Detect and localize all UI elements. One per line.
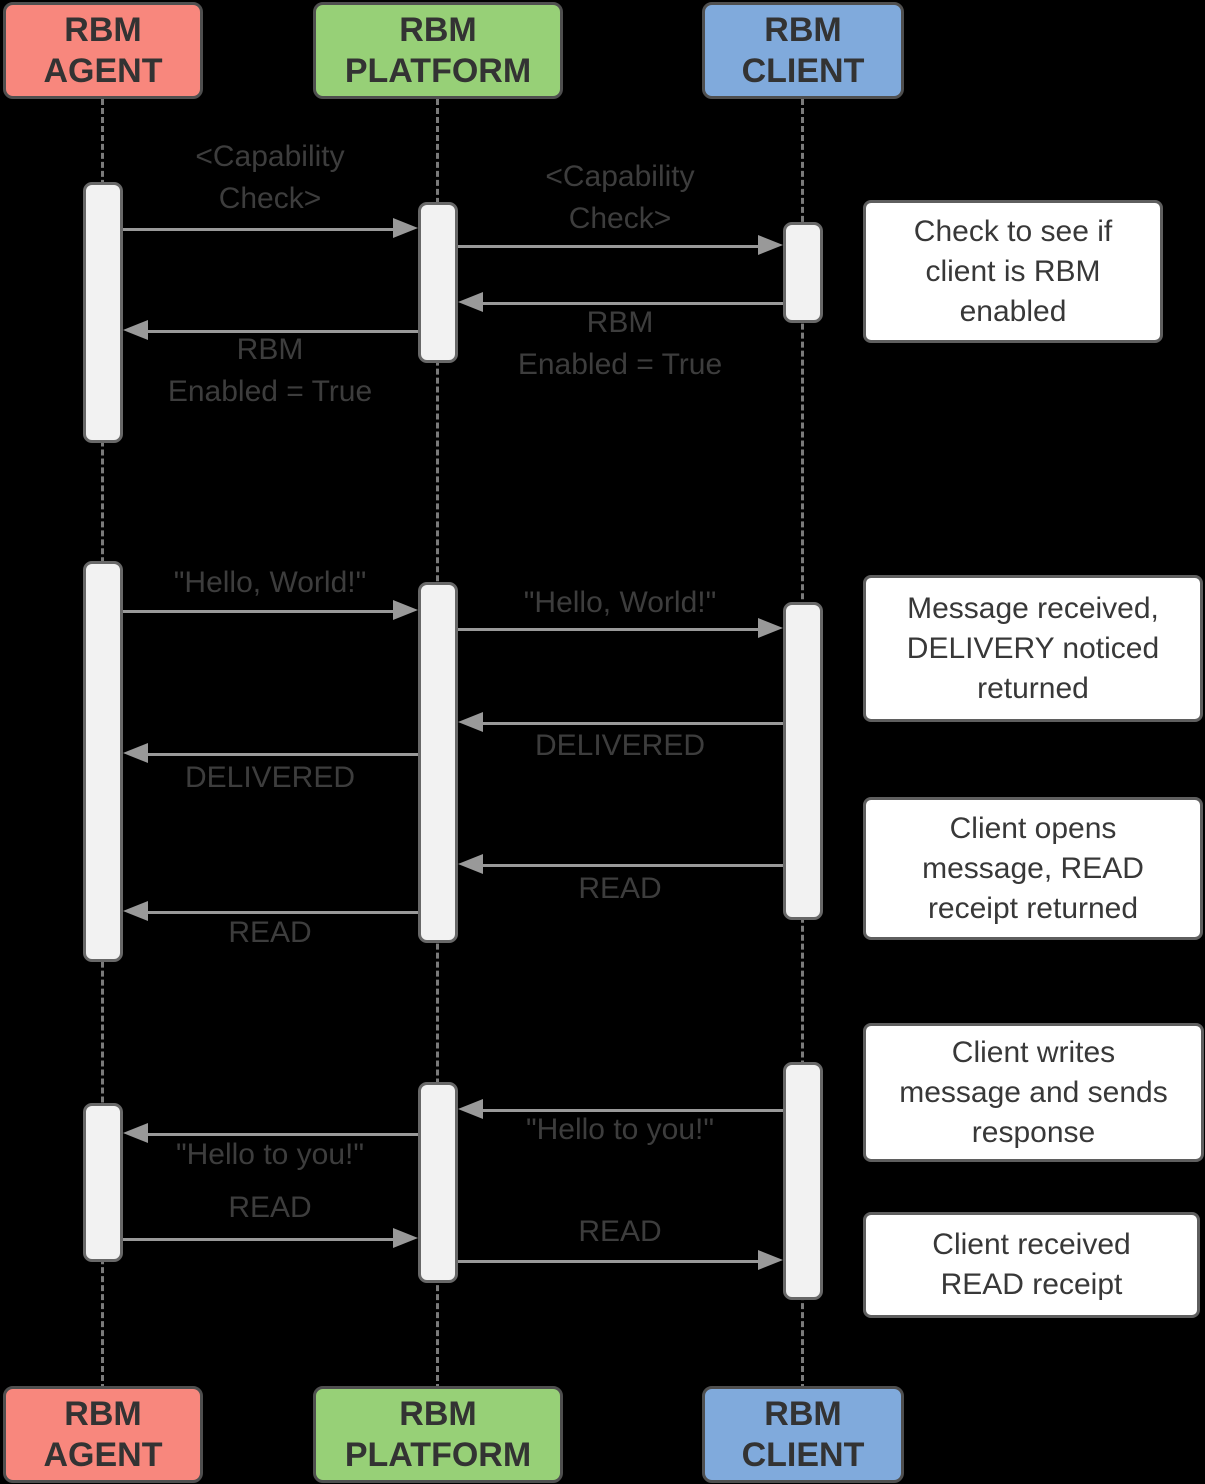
arrowhead-right-icon	[393, 218, 418, 238]
note-message-received: Message received, DELIVERY noticed retur…	[863, 575, 1203, 722]
arrowhead-right-icon	[758, 235, 783, 255]
activation-bar-rbm-agent-3	[83, 561, 123, 962]
message-line-rbm-enabled-true-3	[146, 330, 418, 333]
activation-bar-rbm-client-5	[783, 602, 823, 920]
actor-label-rbm-platform-bottom: RBM PLATFORM	[344, 1394, 532, 1474]
arrowhead-left-icon	[123, 320, 148, 340]
message-label-capability-check: <Capability Check>	[195, 140, 345, 215]
arrowhead-right-icon	[758, 1250, 783, 1270]
activation-bar-rbm-agent-6	[83, 1103, 123, 1262]
arrowhead-left-icon	[458, 1099, 483, 1119]
note-client-writes: Client writes message and sends response	[863, 1023, 1204, 1162]
activation-bar-rbm-client-2	[783, 222, 823, 323]
message-line-delivered-7	[146, 753, 418, 756]
arrowhead-left-icon	[123, 901, 148, 921]
note-client-received: Client received READ receipt	[863, 1212, 1200, 1318]
message-label-rbm-enabled-true: RBM Enabled = True	[167, 333, 373, 408]
message-line-capability-check-1	[458, 245, 760, 248]
arrowhead-left-icon	[458, 292, 483, 312]
arrowhead-left-icon	[458, 712, 483, 732]
message-line-read-9	[146, 911, 418, 914]
arrowhead-left-icon	[123, 1123, 148, 1143]
actor-box-rbm-client-top: RBM CLIENT	[702, 2, 904, 99]
arrowhead-left-icon	[123, 743, 148, 763]
message-line-delivered-6	[481, 722, 783, 725]
arrowhead-right-icon	[393, 1228, 418, 1248]
message-label-read: READ	[228, 916, 312, 949]
arrowhead-right-icon	[393, 600, 418, 620]
message-line-hello-to-you-11	[146, 1133, 418, 1136]
activation-bar-rbm-platform-4	[418, 582, 458, 943]
activation-bar-rbm-platform-1	[418, 202, 458, 363]
message-label-read: READ	[228, 1191, 312, 1224]
note-text-3: Client writes message and sends response	[899, 1035, 1168, 1149]
message-label-delivered: DELIVERED	[534, 729, 706, 762]
message-line-hello-to-you-10	[481, 1109, 783, 1112]
activation-bar-rbm-platform-7	[418, 1082, 458, 1283]
message-label-capability-check: <Capability Check>	[545, 160, 695, 235]
note-text-4: Client received READ receipt	[932, 1228, 1131, 1301]
message-line-hello-world-4	[123, 610, 395, 613]
note-text-2: Client opens message, READ receipt retur…	[922, 811, 1144, 925]
message-label-hello-world: "Hello, World!"	[173, 566, 367, 599]
message-line-hello-world-5	[458, 628, 760, 631]
activation-bar-rbm-client-8	[783, 1062, 823, 1300]
arrowhead-left-icon	[458, 854, 483, 874]
message-label-hello-to-you: "Hello to you!"	[175, 1138, 365, 1171]
message-label-hello-to-you: "Hello to you!"	[525, 1113, 715, 1146]
message-line-capability-check-0	[123, 228, 395, 231]
actor-label-rbm-client-bottom: RBM CLIENT	[741, 1394, 865, 1474]
note-client-opens: Client opens message, READ receipt retur…	[863, 797, 1203, 940]
note-check-to-see-if: Check to see if client is RBM enabled	[863, 200, 1163, 343]
actor-box-rbm-agent-top: RBM AGENT	[3, 2, 203, 99]
note-text-1: Message received, DELIVERY noticed retur…	[906, 591, 1160, 705]
actor-label-rbm-agent-bottom: RBM AGENT	[43, 1394, 163, 1474]
message-label-read: READ	[578, 1215, 662, 1248]
message-line-rbm-enabled-true-2	[481, 302, 783, 305]
arrowhead-right-icon	[758, 618, 783, 638]
actor-label-rbm-agent-top: RBM AGENT	[43, 10, 163, 90]
message-label-rbm-enabled-true: RBM Enabled = True	[517, 306, 723, 381]
message-line-read-8	[481, 864, 783, 867]
note-text-0: Check to see if client is RBM enabled	[913, 214, 1113, 328]
message-label-delivered: DELIVERED	[184, 761, 356, 794]
actor-label-rbm-client-top: RBM CLIENT	[741, 10, 865, 90]
actor-box-rbm-client-bottom: RBM CLIENT	[702, 1386, 904, 1483]
message-label-hello-world: "Hello, World!"	[523, 586, 717, 619]
actor-box-rbm-platform-bottom: RBM PLATFORM	[313, 1386, 563, 1483]
message-line-read-13	[458, 1260, 760, 1263]
message-label-read: READ	[578, 872, 662, 905]
actor-box-rbm-agent-bottom: RBM AGENT	[3, 1386, 203, 1483]
activation-bar-rbm-agent-0	[83, 182, 123, 443]
actor-label-rbm-platform-top: RBM PLATFORM	[344, 10, 532, 90]
message-line-read-12	[123, 1238, 395, 1241]
actor-box-rbm-platform-top: RBM PLATFORM	[313, 2, 563, 99]
